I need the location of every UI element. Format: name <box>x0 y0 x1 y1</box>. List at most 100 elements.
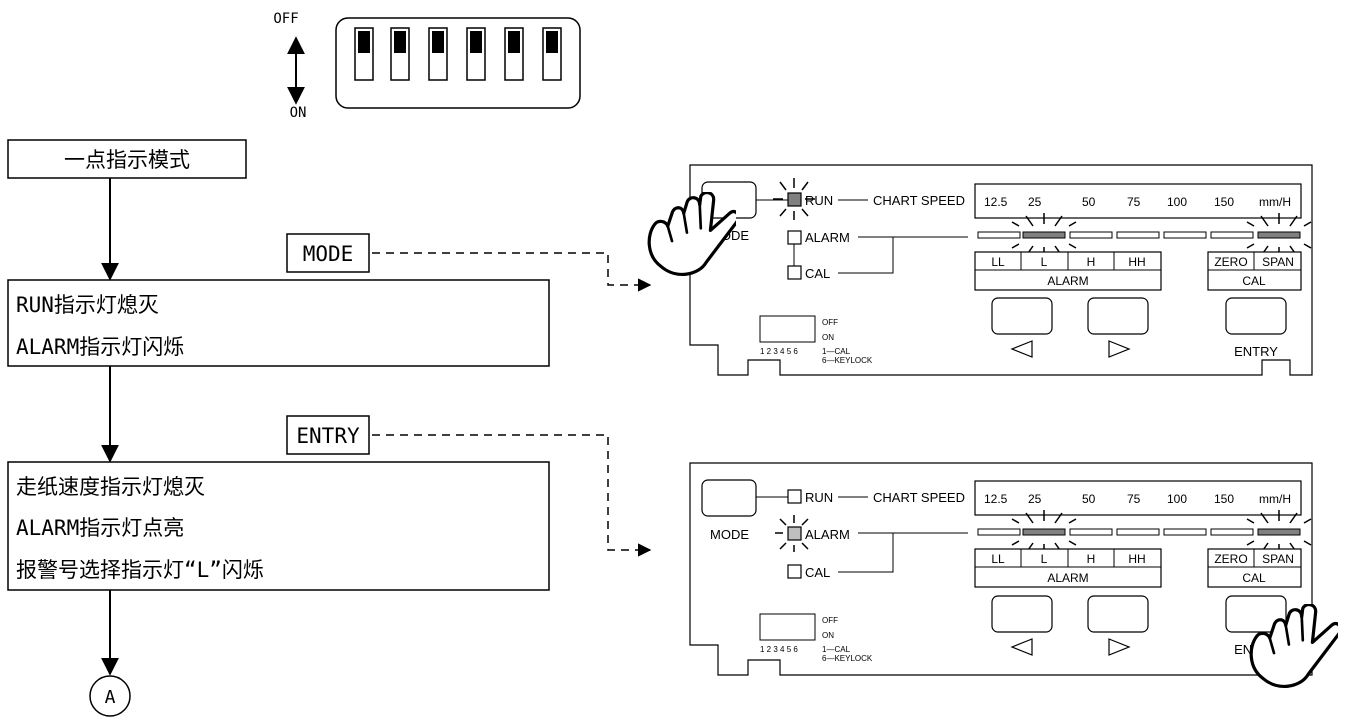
dip-switch-levers <box>354 27 562 81</box>
panel-1-speed-12-5: 12.5 <box>984 195 1008 209</box>
panel-1-dip-note-2: 6—KEYLOCK <box>822 356 873 365</box>
mode-key-label: MODE <box>303 242 354 266</box>
panel-2-alarm-glow-icon <box>775 515 809 552</box>
flowchart: 一点指示模式 MODE RUN指示灯熄灭 ALARM指示灯闪烁 ENTRY 走纸… <box>7 139 652 717</box>
panel-2-chart-speed-label: CHART SPEED <box>873 490 965 505</box>
panel-1-left-button[interactable] <box>991 297 1053 335</box>
panel-2-entry-button[interactable] <box>1225 595 1287 633</box>
panel-2-speed-75: 75 <box>1127 492 1141 506</box>
connector-label: A <box>105 687 116 708</box>
panel-1-run-lamp <box>787 192 802 207</box>
step2-line-1: RUN指示灯熄灭 <box>16 293 159 317</box>
panel-2-key-zero: ZERO <box>1214 552 1247 566</box>
panel-2-key-ll: LL <box>991 552 1005 566</box>
panel-2-dip <box>759 613 816 641</box>
panel-2-left-button[interactable] <box>991 595 1053 633</box>
dip-knob-3 <box>432 31 444 53</box>
panel-2-key-span: SPAN <box>1262 552 1294 566</box>
panel-2-alarm-lamp <box>787 526 802 541</box>
entry-key-label: ENTRY <box>296 424 360 448</box>
dip-on-label: ON <box>290 105 307 121</box>
panel-2-key-h: H <box>1087 552 1096 566</box>
panel-2-led-bar <box>977 528 1301 536</box>
panel-2-left-arrow-icon <box>1010 638 1033 656</box>
panel-1-cal-label: CAL <box>805 266 830 281</box>
panel-1-speed-75: 75 <box>1127 195 1141 209</box>
panel-1-key-l: L <box>1041 255 1048 269</box>
panel-1-speed-scale <box>974 183 1302 219</box>
panel-1-speed-unit: mm/H <box>1259 195 1291 209</box>
panel-2-dip-off: OFF <box>822 616 838 625</box>
panel-1-key-span: SPAN <box>1262 255 1294 269</box>
step-box-2 <box>7 279 550 367</box>
mode-title: 一点指示模式 <box>64 148 190 172</box>
step2-line-2: ALARM指示灯闪烁 <box>16 335 184 359</box>
panel-1-dip-on: ON <box>822 333 834 342</box>
panel-2-speed-12-5: 12.5 <box>984 492 1008 506</box>
panel-1: MODE RUN CHART SPEED ALARM CAL 12.5 25 5… <box>647 164 1313 376</box>
panel-2-right-button[interactable] <box>1087 595 1149 633</box>
entry-dashed-connector <box>372 434 652 557</box>
panel-1-alarm-group-label: ALARM <box>1047 274 1088 288</box>
panel-1-speed-50: 50 <box>1082 195 1096 209</box>
entry-key-box <box>286 415 370 455</box>
panel-2-speed-100: 100 <box>1167 492 1187 506</box>
dip-knob-6 <box>546 31 558 53</box>
mode-title-box <box>7 139 247 179</box>
panel-2-alarm-group-label: ALARM <box>1047 571 1088 585</box>
panel-1-speed-100: 100 <box>1167 195 1187 209</box>
panel-2-alarm-label: ALARM <box>805 527 850 542</box>
panel-1-right-arrow-icon <box>1108 340 1131 358</box>
dip-knob-4 <box>470 31 482 53</box>
panel-1-dip-note-1: 1—CAL <box>822 347 851 356</box>
panel-2-speed-unit: mm/H <box>1259 492 1291 506</box>
panel-1-cal-lamp <box>787 265 802 280</box>
dip-knob-5 <box>508 31 520 53</box>
panel-1-speed-25: 25 <box>1028 195 1042 209</box>
panel-1-speed-150: 150 <box>1214 195 1234 209</box>
panel-1-entry-label: ENTRY <box>1234 344 1278 359</box>
panel-2-run-lamp <box>787 489 802 504</box>
dip-switch-legend: OFF ON <box>273 11 581 121</box>
panel-2-cal-lamp <box>787 564 802 579</box>
dip-knob-1 <box>358 31 370 53</box>
panel-1-run-flash-icon <box>773 178 815 220</box>
panel-1-entry-button[interactable] <box>1225 297 1287 335</box>
panel-2-run-label: RUN <box>805 490 833 505</box>
panel-2-mode-button[interactable] <box>701 479 757 517</box>
panel-2-speed-scale <box>974 480 1302 516</box>
step3-line-1: 走纸速度指示灯熄灭 <box>16 475 205 499</box>
panel-1-right-button[interactable] <box>1087 297 1149 335</box>
panel-2-speed-25: 25 <box>1028 492 1042 506</box>
panel-2-speed-150: 150 <box>1214 492 1234 506</box>
panel-2-speed-50: 50 <box>1082 492 1096 506</box>
panel-2-dip-on: ON <box>822 631 834 640</box>
panel-1-key-ll: LL <box>991 255 1005 269</box>
panel-2-mode-label: MODE <box>710 527 749 542</box>
panel-2-l-flash-icon <box>1011 510 1077 555</box>
panel-1-key-h: H <box>1087 255 1096 269</box>
panel-2-right-arrow-icon <box>1108 638 1131 656</box>
panel-2-dip-note-2: 6—KEYLOCK <box>822 654 873 663</box>
mode-dashed-connector <box>372 252 652 292</box>
mode-key-box <box>286 233 370 273</box>
panel-2-dip-note-1: 1—CAL <box>822 645 851 654</box>
panel-1-run-label: RUN <box>805 193 833 208</box>
panel-2: MODE RUN CHART SPEED ALARM CAL 12.5 25 5… <box>689 462 1338 688</box>
step3-line-3: 报警号选择指示灯“L”闪烁 <box>16 558 264 582</box>
panel-2-key-l: L <box>1041 552 1048 566</box>
step3-line-2: ALARM指示灯点亮 <box>16 516 184 540</box>
panel-1-dip-off: OFF <box>822 318 838 327</box>
step-box-3 <box>7 461 550 591</box>
panel-2-cal-group-label: CAL <box>1242 571 1266 585</box>
dip-knob-2 <box>394 31 406 53</box>
panel-2-dip-numbers: 1 2 3 4 5 6 <box>760 645 798 654</box>
panel-1-alarm-label: ALARM <box>805 230 850 245</box>
panel-1-key-zero: ZERO <box>1214 255 1247 269</box>
panel-1-alarm-lamp <box>787 230 802 245</box>
panel-1-dip <box>759 315 816 343</box>
connector-circle <box>89 675 131 717</box>
panel-1-chart-speed-label: CHART SPEED <box>873 193 965 208</box>
panel-1-dip-numbers: 1 2 3 4 5 6 <box>760 347 798 356</box>
